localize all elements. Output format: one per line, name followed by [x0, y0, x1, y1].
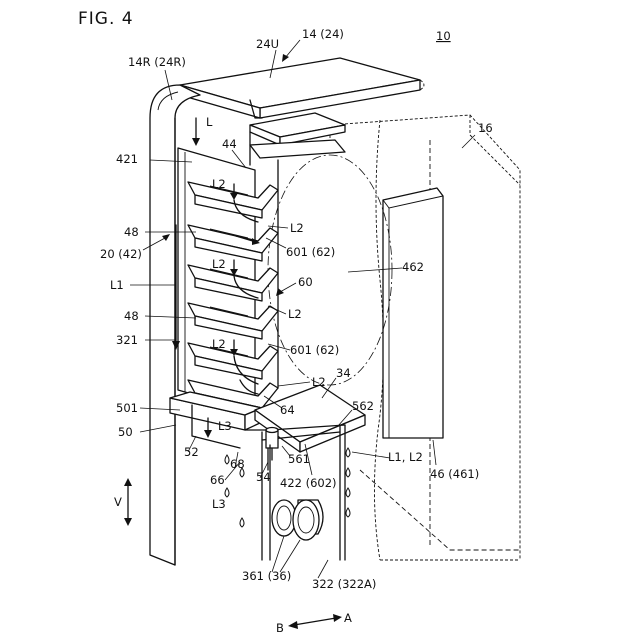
- cabinet-wall-322: [262, 440, 270, 560]
- label-B: B: [276, 621, 284, 635]
- label-361-36: 361 (36): [242, 569, 291, 583]
- label-L2-1: L2: [212, 177, 226, 191]
- label-16: 16: [478, 121, 493, 135]
- label-68: 68: [230, 457, 245, 471]
- label-L2-2: L2: [290, 221, 304, 235]
- label-L2-4: L2: [288, 307, 302, 321]
- label-V: V: [114, 495, 122, 509]
- label-421: 421: [116, 152, 138, 166]
- label-52: 52: [184, 445, 199, 459]
- label-20-42: 20 (42): [100, 247, 142, 261]
- pipes-361: [272, 500, 323, 540]
- label-L2-5: L2: [212, 337, 226, 351]
- label-L2-6: L2: [312, 375, 326, 389]
- label-14-24: 14 (24): [302, 27, 344, 41]
- label-501: 501: [116, 401, 138, 415]
- label-L1-L2: L1, L2: [388, 450, 423, 464]
- label-54: 54: [256, 470, 271, 484]
- label-48-upper: 48: [124, 225, 139, 239]
- label-44: 44: [222, 137, 237, 151]
- label-562: 562: [352, 399, 374, 413]
- label-A: A: [344, 611, 352, 625]
- label-34: 34: [336, 366, 351, 380]
- v-axis-arrow: [124, 478, 132, 526]
- component-46-box: [383, 188, 443, 438]
- label-322-322A: 322 (322A): [312, 577, 376, 591]
- label-46-461: 46 (461): [430, 467, 479, 481]
- label-462: 462: [402, 260, 424, 274]
- label-601-62-upper: 601 (62): [286, 245, 335, 259]
- figure-title: FIG. 4: [78, 9, 134, 29]
- label-60: 60: [298, 275, 313, 289]
- label-64: 64: [280, 403, 295, 417]
- label-14R: 14R (24R): [128, 55, 186, 69]
- label-601-62-lower: 601 (62): [290, 343, 339, 357]
- label-L2-3: L2: [212, 257, 226, 271]
- label-50: 50: [118, 425, 133, 439]
- label-321: 321: [116, 333, 138, 347]
- label-L: L: [206, 115, 213, 129]
- label-422-602: 422 (602): [280, 476, 337, 490]
- bracket-44: [250, 113, 345, 165]
- ref-main: 10: [436, 29, 451, 43]
- label-66: 66: [210, 473, 225, 487]
- label-L3-upper: L3: [218, 419, 232, 433]
- label-24U: 24U: [256, 37, 279, 51]
- label-L1: L1: [110, 278, 124, 292]
- top-plate-24U: [180, 58, 424, 118]
- ba-axis-arrow: [288, 614, 342, 629]
- pipe-54: [266, 428, 278, 471]
- label-L3-lower: L3: [212, 497, 226, 511]
- label-48-lower: 48: [124, 309, 139, 323]
- label-561: 561: [288, 452, 310, 466]
